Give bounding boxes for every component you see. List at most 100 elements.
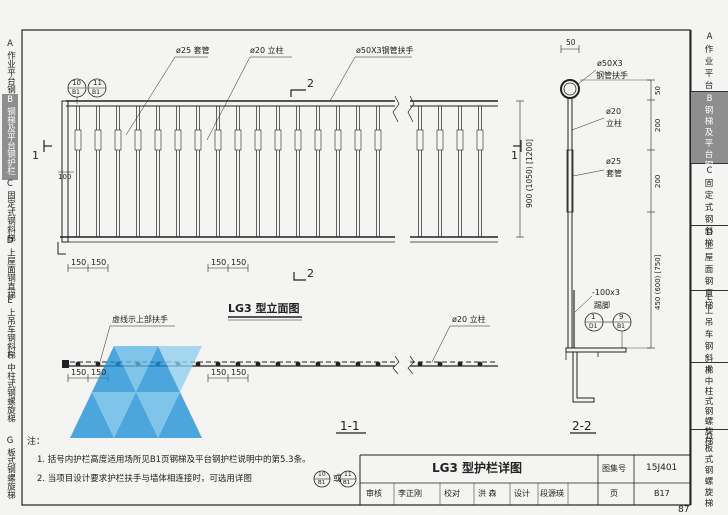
s22-dim-450: 450 (600) [750] — [654, 254, 662, 310]
sleeve-14 — [334, 129, 342, 151]
spacing-dim-3: 150 — [211, 258, 227, 267]
page-code: B17 — [654, 489, 670, 498]
atlas-label: 图集号 — [602, 464, 626, 473]
plan-post-12 — [295, 361, 301, 367]
s22-dim-200b: 200 — [654, 174, 662, 188]
sleeve-callout: ø25 套管 — [176, 46, 210, 55]
s22-dim-200a: 200 — [654, 118, 662, 132]
note-ref-11-sheet: B1 — [343, 480, 351, 486]
elevation-drawing — [43, 56, 524, 321]
note-ref-10-num: 10 — [318, 471, 326, 478]
sleeve-15 — [354, 129, 362, 151]
note-ref-10-sheet: B1 — [318, 480, 326, 486]
detail-ref-11-num: 11 — [93, 79, 102, 87]
note-line-2: 2. 当项目设计要求护栏扶手与墙体相连接时，可选用详图 — [37, 474, 252, 484]
plan-spacing-dim-3: 150 — [211, 368, 227, 377]
plan-post-15 — [355, 361, 361, 367]
s22-ref-1-num: 1 — [591, 313, 596, 321]
sleeve-13 — [314, 129, 322, 151]
atlas-number: 15J401 — [646, 463, 678, 473]
sleeve-6 — [174, 129, 182, 151]
sleeve-8 — [214, 129, 222, 151]
detail-ref-10-num: 10 — [72, 79, 81, 87]
sleeve-10 — [254, 129, 262, 151]
s22-ref-9-sheet: B1 — [617, 323, 625, 330]
note-line-2-or: 或 — [333, 474, 342, 484]
s22-dim-top: 50 — [566, 38, 576, 47]
s22-ref-1-sheet: D1 — [589, 323, 598, 330]
sleeve-17 — [416, 129, 424, 151]
section-label-2-2: 2-2 — [572, 419, 592, 433]
plan-drawing — [62, 325, 498, 434]
sleeve-12 — [294, 129, 302, 151]
s22-sleeve-callout: ø25 — [606, 157, 622, 166]
page-number: 87 — [678, 505, 690, 515]
s22-sleeve-callout2: 套管 — [606, 169, 622, 178]
elevation-title: LG3 型立面图 — [228, 302, 300, 315]
sleeve-3 — [114, 129, 122, 151]
review-label: 审核 — [366, 489, 382, 498]
plan-post-callout: ø20 立柱 — [452, 315, 486, 324]
spacing-dim-1: 150 — [71, 258, 87, 267]
sleeve-5 — [154, 129, 162, 151]
detail-ref-10-sheet: B1 — [72, 89, 80, 96]
spacing-dim-4: 150 — [231, 258, 247, 267]
drawing-title: LG3 型护栏详图 — [432, 461, 523, 475]
sleeve-19 — [456, 129, 464, 151]
plan-spacing-dim-4: 150 — [231, 368, 247, 377]
plan-post-17 — [417, 361, 423, 367]
sleeve-4 — [134, 129, 142, 151]
section-mark-2-top: 2 — [307, 77, 314, 90]
plan-spacing-dim-2: 150 — [91, 368, 107, 377]
sleeve-1 — [74, 129, 82, 151]
plan-post-10 — [255, 361, 261, 367]
s22-post-callout: ø20 — [606, 107, 622, 116]
design-label: 设计 — [514, 489, 530, 498]
s22-handrail-callout2: 钢管扶手 — [596, 71, 628, 80]
section22-drawing — [560, 45, 655, 434]
s22-handrail-callout: ø50X3 — [597, 59, 623, 68]
plan-post-11 — [275, 361, 281, 367]
sleeve-9 — [234, 129, 242, 151]
s22-kick-callout2: 踢脚 — [594, 301, 610, 310]
s22-ref-9-num: 9 — [619, 313, 624, 321]
plan-post-18 — [437, 361, 443, 367]
sleeve-18 — [436, 129, 444, 151]
plan-post-13 — [315, 361, 321, 367]
title-block-frame — [359, 454, 690, 505]
sleeve-20 — [476, 129, 484, 151]
check-label: 校对 — [444, 489, 460, 498]
plan-post-19 — [457, 361, 463, 367]
section-mark-1-left: 1 — [32, 149, 39, 162]
sleeve-16 — [374, 129, 382, 151]
plan-spacing-dim-1: 150 — [71, 368, 87, 377]
section-mark-1-right: 1 — [511, 149, 518, 162]
plan-post-9 — [235, 361, 241, 367]
plan-post-20 — [477, 361, 483, 367]
section-mark-2-bottom: 2 — [307, 267, 314, 280]
designer-name: 段源瑛 — [540, 489, 564, 498]
sleeve-2 — [94, 129, 102, 151]
plan-post-1 — [75, 361, 81, 367]
handrail-dash-callout: 虚线示上部扶手 — [112, 315, 168, 324]
s22-post-callout2: 立柱 — [606, 119, 622, 128]
s22-dim-50: 50 — [654, 86, 662, 95]
page-label: 页 — [610, 489, 618, 498]
note-line-1: 1. 括号内护栏高度适用场所见B1页钢梯及平台钢护栏说明中的第5.3条。 — [37, 455, 311, 465]
s22-kick-callout: -100x3 — [592, 288, 620, 297]
reviewer-name: 李正刚 — [398, 489, 422, 498]
